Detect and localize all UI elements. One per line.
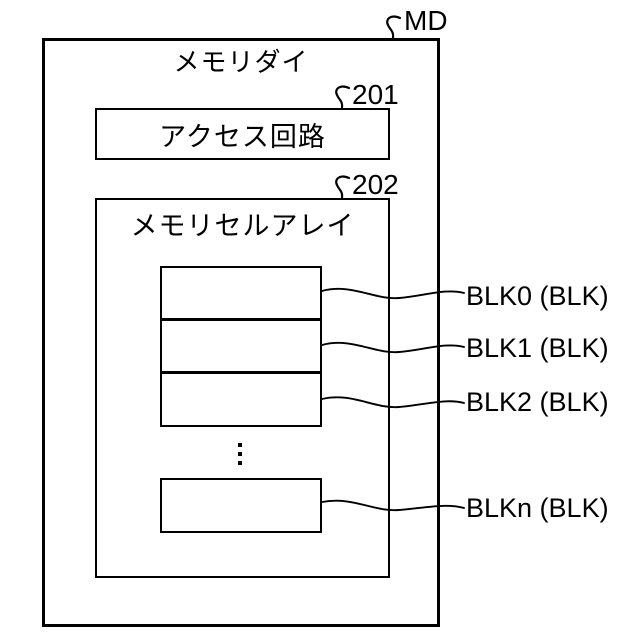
memory-cell-array-title: メモリセルアレイ [130,211,355,241]
ellipsis-dot [238,461,242,465]
block-separator-2 [162,371,320,374]
block-label-blkn: BLKn (BLK) [466,493,609,523]
access-circuit-box: アクセス回路 [95,108,390,160]
die-ref-label: MD [404,5,448,36]
block-separator-1 [162,318,320,321]
block-stack-box [160,266,322,427]
ellipsis-dot [238,452,242,456]
access-circuit-ref-label: 201 [352,79,399,110]
block-label-blk0: BLK0 (BLK) [466,281,609,311]
memory-cell-array-ref-label: 202 [352,169,399,200]
access-circuit-title: アクセス回路 [159,121,326,152]
block-label-blk1: BLK1 (BLK) [466,333,609,363]
block-n-box [160,478,322,533]
ellipsis-dot [238,443,242,447]
memory-die-title: メモリダイ [173,47,309,77]
block-label-blk2: BLK2 (BLK) [466,387,609,417]
reference-squiggle-md [386,15,402,40]
